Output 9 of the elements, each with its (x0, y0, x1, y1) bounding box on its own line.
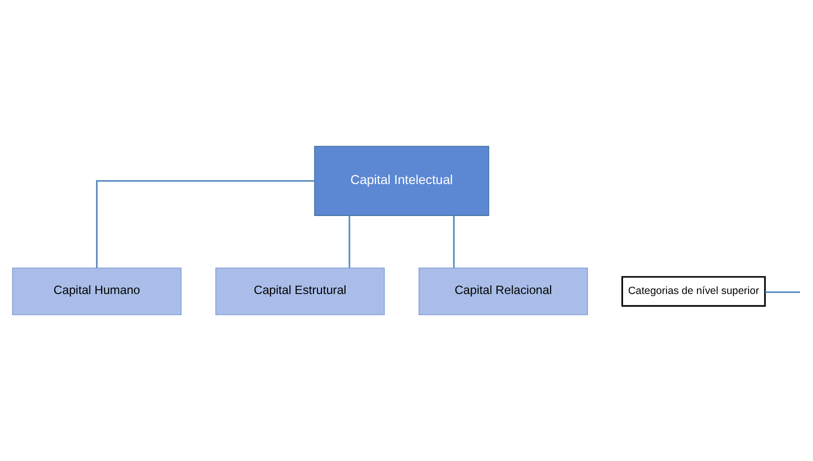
node-box: Categorias de nível superior (621, 276, 766, 307)
node-box: Capital Humano (12, 268, 182, 316)
connector (96, 180, 314, 268)
node-box: Capital Estrutural (215, 268, 385, 316)
connector (348, 216, 350, 268)
node-box: Capital Relacional (418, 268, 588, 316)
connector (765, 291, 800, 293)
node-box: Capital Intelectual (314, 146, 490, 216)
connector (453, 216, 455, 268)
